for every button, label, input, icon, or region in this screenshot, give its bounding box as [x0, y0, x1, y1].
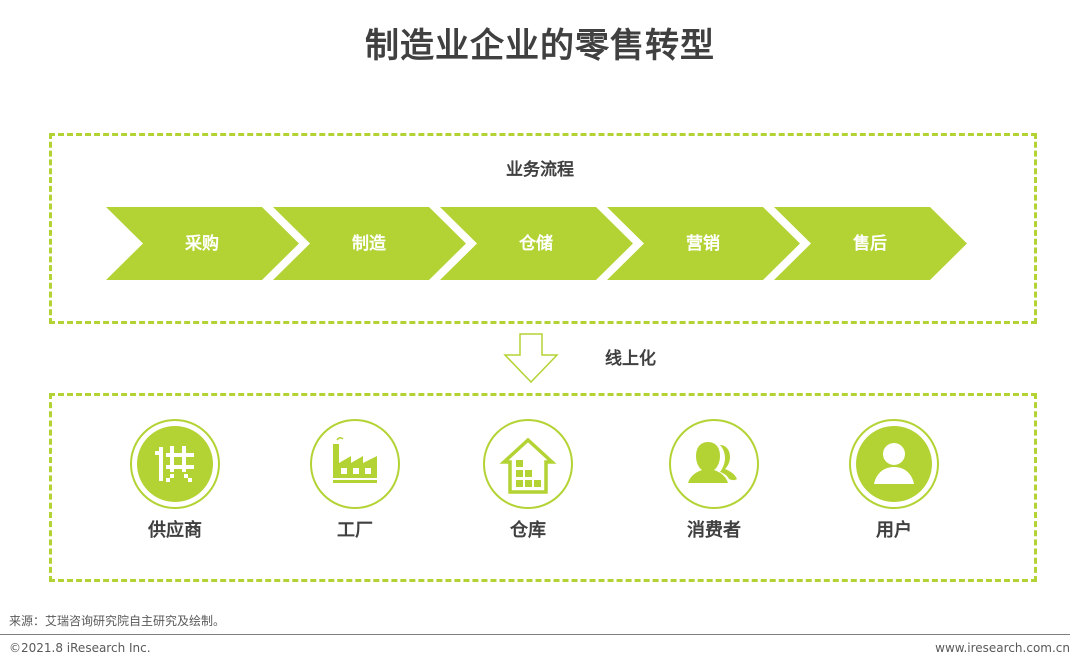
down-arrow-outline-icon [503, 333, 559, 384]
entity-label: 工厂 [337, 520, 373, 541]
chevron-step-4 [607, 207, 800, 280]
process-heading: 业务流程 [506, 160, 574, 180]
chevron-step-5 [774, 207, 967, 280]
entity-label: 仓库 [510, 520, 546, 541]
supplier-icon [129, 418, 221, 510]
chevron-step-2 [273, 207, 466, 280]
warehouse-icon [482, 418, 574, 510]
entity-label: 用户 [876, 520, 912, 541]
factory-icon [309, 418, 401, 510]
entity-label: 供应商 [148, 520, 202, 541]
step-label: 营销 [686, 234, 720, 254]
step-label: 采购 [185, 234, 219, 254]
chevron-step-3 [440, 207, 633, 280]
copyright: ©2021.8 iResearch Inc. [9, 641, 151, 655]
website-link[interactable]: www.iresearch.com.cn [935, 641, 1070, 655]
transition-label: 线上化 [605, 349, 656, 369]
user-icon [848, 418, 940, 510]
business-process-box [49, 133, 1037, 324]
consumers-icon [668, 418, 760, 510]
chevron-step-1 [106, 207, 299, 280]
source-note: 来源：艾瑞咨询研究院自主研究及绘制。 [9, 614, 226, 628]
entity-label: 消费者 [687, 520, 741, 541]
entity-user: 用户 [839, 418, 949, 542]
footer-divider [0, 634, 1070, 635]
entity-warehouse: 仓库 [473, 418, 583, 542]
page-title: 制造业企业的零售转型 [365, 26, 715, 66]
step-label: 制造 [352, 234, 386, 254]
entity-factory: 工厂 [300, 418, 410, 542]
entity-supplier: 供应商 [120, 418, 230, 542]
entity-consumers: 消费者 [659, 418, 769, 542]
entities-box [49, 393, 1037, 582]
step-label: 售后 [853, 234, 887, 254]
step-label: 仓储 [519, 234, 553, 254]
